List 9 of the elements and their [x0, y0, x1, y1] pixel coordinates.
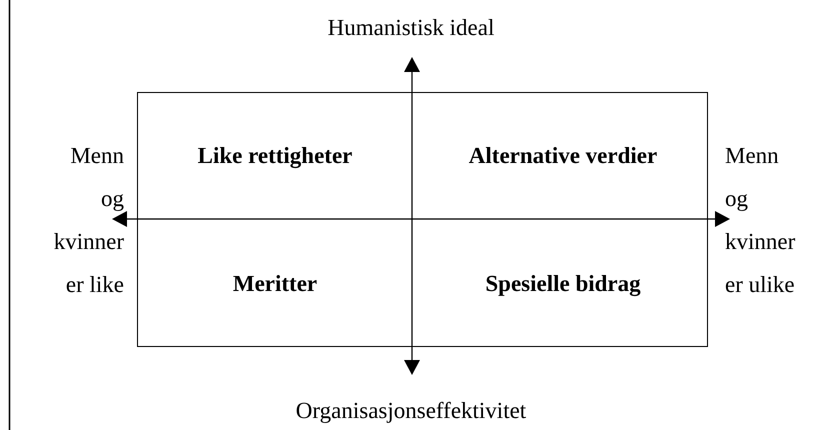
- quadrant-matrix: [137, 92, 708, 347]
- quadrant-label: Spesielle bidrag: [485, 271, 641, 297]
- axis-label: Organisasjonseffektivitet: [296, 397, 526, 425]
- axis-label: Menn og kvinner er ulike: [725, 142, 796, 299]
- quadrant-label: Meritter: [232, 271, 318, 297]
- axis-label: Menn og kvinner er like: [52, 142, 124, 299]
- quadrant-label: Alternative verdier: [468, 143, 658, 169]
- quadrant-label: Like rettigheter: [198, 143, 352, 169]
- axis-label: Humanistisk ideal: [328, 14, 494, 42]
